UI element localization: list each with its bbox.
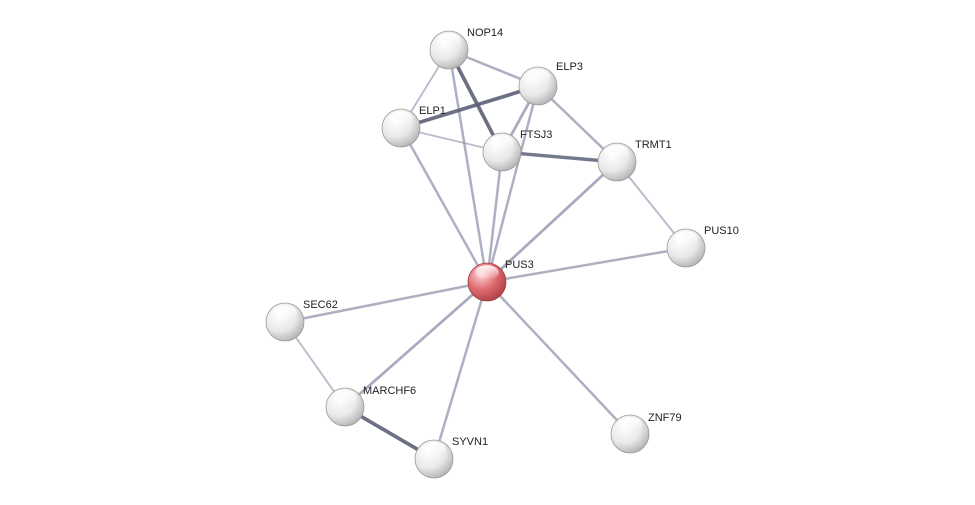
nodes-layer: NOP14ELP3ELP1FTSJ3TRMT1PUS10PUS3SEC62MAR… [265,27,739,479]
edge-sec62-pus3[interactable] [283,280,489,324]
node-highlight [526,69,550,84]
node-label: ELP3 [556,61,583,73]
node-nop14[interactable]: NOP14 [429,27,503,70]
node-highlight [389,111,413,126]
node-marchf6[interactable]: MARCHF6 [325,385,416,427]
node-label: TRMT1 [635,139,672,151]
edge-trmt1-pus3[interactable] [485,160,619,284]
node-pus10[interactable]: PUS10 [666,225,739,268]
node-label: MARCHF6 [363,385,416,397]
node-label: NOP14 [467,27,503,39]
node-label: SEC62 [303,299,338,311]
node-highlight [333,390,357,405]
edge-znf79-pus3[interactable] [485,280,632,436]
node-label: ELP1 [419,105,446,117]
node-highlight [674,231,698,246]
node-label: PUS10 [704,225,739,237]
edge-elp3-elp1[interactable] [399,84,540,130]
node-highlight [605,145,629,160]
node-trmt1[interactable]: TRMT1 [597,139,672,182]
node-elp3[interactable]: ELP3 [518,61,583,106]
node-elp1[interactable]: ELP1 [381,105,446,148]
node-ftsj3[interactable]: FTSJ3 [482,129,552,172]
node-znf79[interactable]: ZNF79 [610,412,682,454]
edge-marchf6-pus3[interactable] [343,280,489,409]
node-label: PUS3 [505,259,534,271]
edge-nop14-pus3[interactable] [447,48,489,284]
node-highlight [273,305,297,320]
edge-elp3-pus3[interactable] [485,84,540,284]
node-label: FTSJ3 [520,129,552,141]
node-highlight [490,135,514,150]
node-syvn1[interactable]: SYVN1 [414,436,488,479]
edge-ftsj3-pus3[interactable] [485,150,504,284]
node-pus3[interactable]: PUS3 [467,259,534,302]
edge-syvn1-pus3[interactable] [432,280,489,461]
node-sec62[interactable]: SEC62 [265,299,338,342]
edge-pus10-pus3[interactable] [485,246,688,284]
node-highlight [475,265,499,280]
node-highlight [437,33,461,48]
edge-elp1-pus3[interactable] [399,126,489,284]
node-label: ZNF79 [648,412,682,424]
node-label: SYVN1 [452,436,488,448]
node-highlight [422,442,446,457]
node-highlight [618,417,642,432]
